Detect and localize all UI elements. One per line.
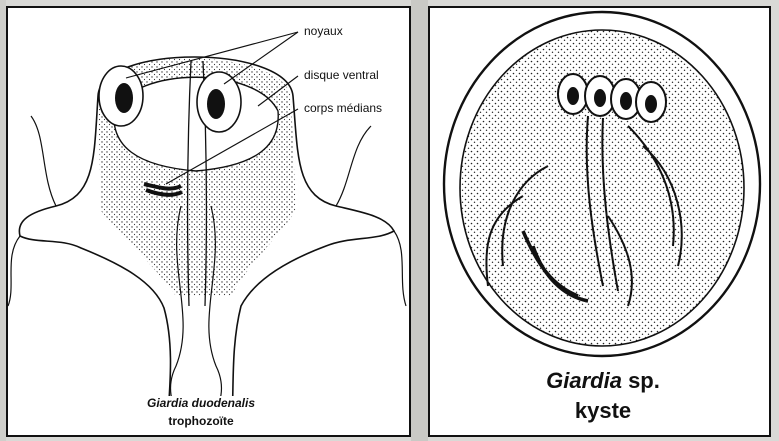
cyst-caption: Giardia sp. kyste xyxy=(518,368,688,424)
caption-cyst-species-line: Giardia sp. xyxy=(518,368,688,394)
caption-genus: Giardia xyxy=(546,368,622,393)
label-median-bodies: corps médians xyxy=(304,101,382,115)
label-ventral-disc: disque ventral xyxy=(304,68,379,82)
background-scan-strip-middle xyxy=(411,0,428,441)
trophozoite-caption: Giardia duodenalis trophozoïte xyxy=(126,396,276,428)
cyst-karyosome-1 xyxy=(567,87,579,105)
label-nuclei: noyaux xyxy=(304,24,343,38)
karyosome-right xyxy=(207,89,225,119)
caption-stage-cyst: kyste xyxy=(518,398,688,424)
caption-species-name: Giardia duodenalis xyxy=(126,396,276,410)
caption-stage-trophozoite: trophozoïte xyxy=(126,414,276,428)
cyst-karyosome-4 xyxy=(645,95,657,113)
trophozoite-figure: noyaux disque ventral corps médians Giar… xyxy=(6,6,411,437)
cyst-karyosome-2 xyxy=(594,89,606,107)
cyst-karyosome-3 xyxy=(620,92,632,110)
cyst-figure: Giardia sp. kyste xyxy=(428,6,771,437)
caption-sp: sp. xyxy=(622,368,660,393)
karyosome-left xyxy=(115,83,133,113)
